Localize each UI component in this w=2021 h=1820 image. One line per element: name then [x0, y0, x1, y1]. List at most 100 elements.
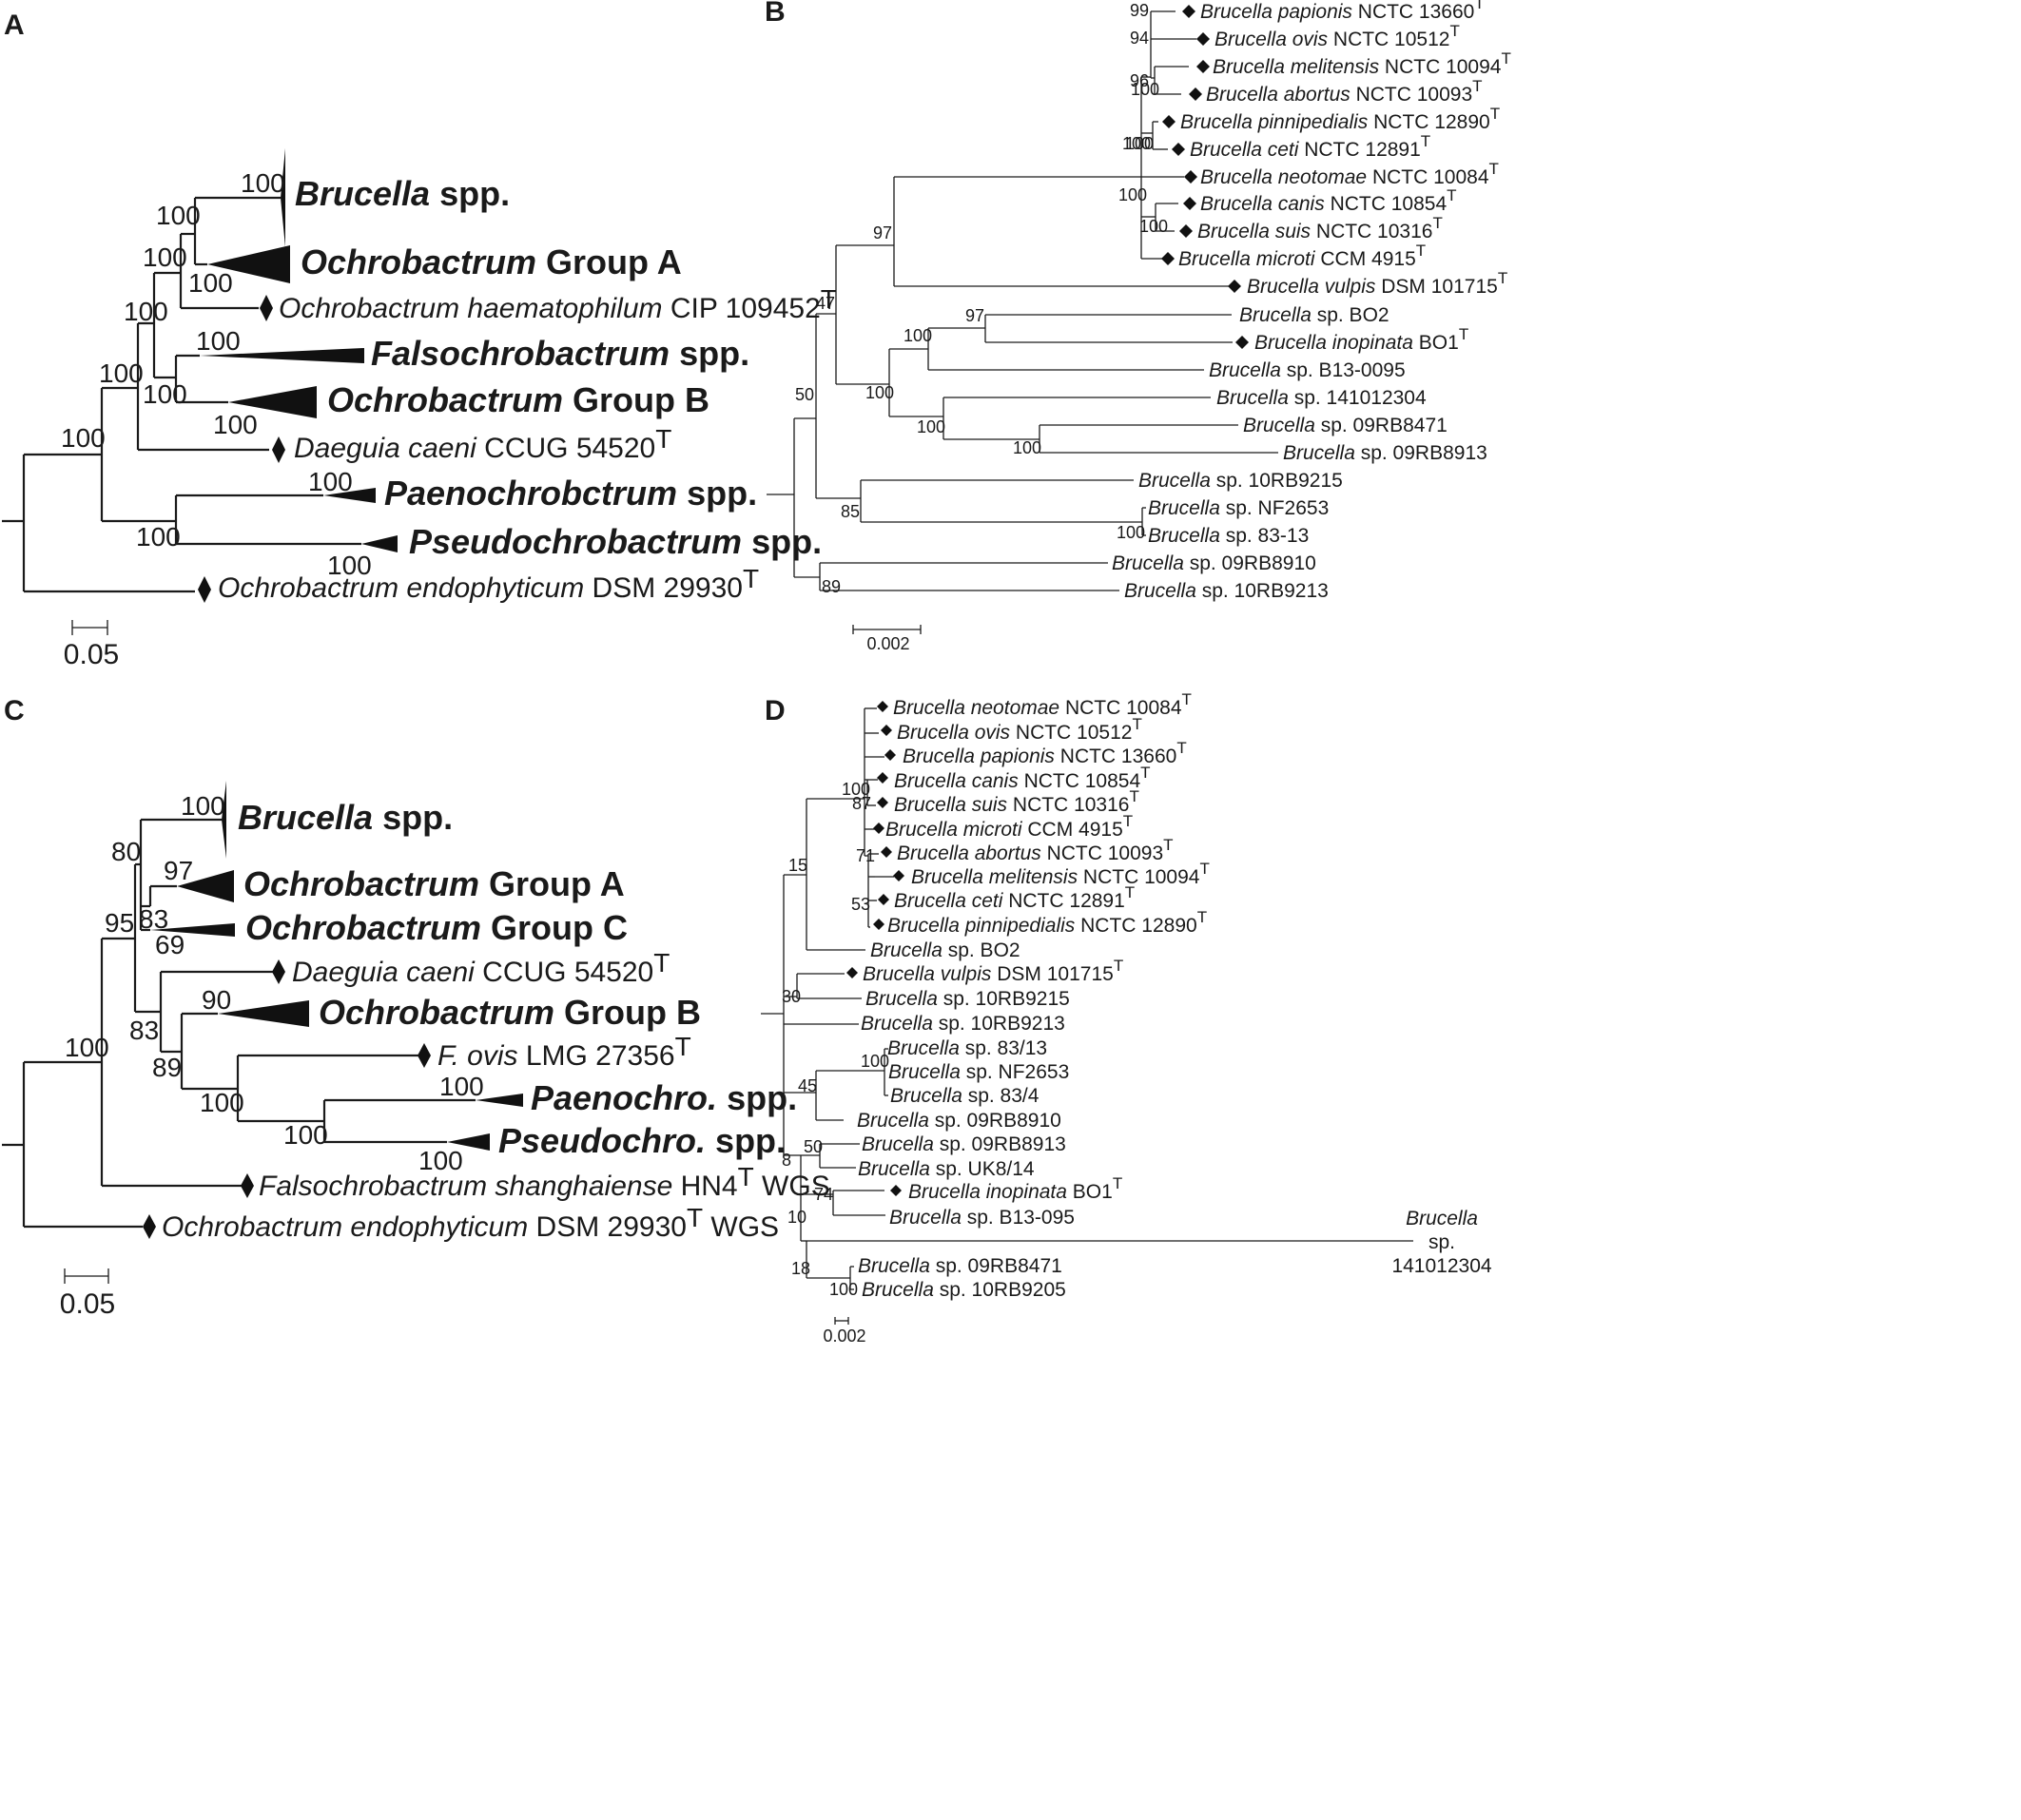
taxon-italic-name: Brucella canis [894, 770, 1019, 792]
taxon-label: Brucella pinnipedialis NCTC 12890T [1180, 105, 1500, 133]
taxon-strain: spp. [677, 474, 757, 513]
bootstrap-value: 95 [105, 908, 134, 938]
scale-bar-label: 0.002 [866, 634, 909, 653]
taxon-label: Brucella sp. 83/4 [890, 1085, 1040, 1107]
taxon-label: sp. [1428, 1231, 1455, 1253]
taxon-strain: sp. 141012304 [1289, 387, 1427, 409]
type-strain-diamond-icon [1196, 60, 1210, 73]
taxon-strain: Group B [554, 993, 701, 1032]
taxon-strain: DSM 29930 [528, 1211, 687, 1243]
type-strain-superscript: T [1176, 739, 1186, 757]
taxon-italic-name: Brucella [1239, 304, 1312, 326]
type-strain-superscript: T [1501, 49, 1510, 68]
taxon-italic-name: Brucella [889, 1207, 962, 1229]
bootstrap-value: 89 [152, 1053, 182, 1082]
type-strain-superscript: T [1459, 325, 1468, 343]
taxon-suffix: WGS [703, 1211, 779, 1243]
taxon-italic-name: Brucella [1216, 387, 1289, 409]
type-strain-diamond-icon [846, 967, 858, 978]
taxon-italic-name: Brucella [1148, 497, 1220, 519]
taxon-label: Brucella abortus NCTC 10093T [1206, 77, 1483, 106]
type-strain-superscript: T [821, 284, 837, 314]
taxon-strain: CIP 109452 [663, 293, 821, 324]
bootstrap-value: 100 [904, 326, 932, 345]
type-strain-superscript: T [653, 948, 670, 978]
bootstrap-value: 100 [842, 780, 870, 799]
taxon-italic-name: Ochrobactrum endophyticum [218, 572, 584, 604]
taxon-italic-name: Brucella ceti [1190, 139, 1300, 161]
bootstrap-value: 30 [782, 987, 801, 1006]
type-strain-diamond-icon [1196, 32, 1210, 46]
taxon-label: Ochrobactrum Group A [301, 242, 682, 281]
collapsed-clade-triangle [447, 1133, 490, 1151]
bootstrap-value: 90 [202, 985, 231, 1015]
collapsed-clade-triangle [361, 535, 398, 552]
taxon-italic-name: Brucella [1243, 415, 1315, 436]
type-strain-diamond-icon [260, 295, 273, 321]
type-strain-superscript: T [1498, 269, 1507, 287]
taxon-label: Brucella sp. 10RB9213 [861, 1013, 1065, 1035]
type-strain-superscript: T [1421, 132, 1430, 150]
taxon-label: Brucella melitensis NCTC 10094T [1213, 49, 1511, 78]
bootstrap-value: 100 [1117, 523, 1145, 542]
taxon-italic-name: Brucella [890, 1085, 962, 1107]
taxon-label: Brucella sp. 10RB9215 [1138, 470, 1343, 492]
taxon-strain: spp. [706, 1121, 786, 1160]
taxon-italic-name: Pseudochro. [498, 1121, 706, 1160]
taxon-strain: HN4 [672, 1171, 737, 1202]
bootstrap-value: 83 [129, 1016, 159, 1045]
taxon-label: Brucella neotomae NCTC 10084T [1200, 160, 1499, 188]
bootstrap-value: 100 [156, 201, 201, 230]
collapsed-clade-triangle [281, 148, 285, 247]
type-strain-diamond-icon [878, 894, 889, 905]
taxon-label: Brucella vulpis DSM 101715T [1247, 269, 1507, 298]
bootstrap-value: 100 [829, 1280, 858, 1299]
taxon-strain: spp. [717, 1078, 797, 1117]
type-strain-superscript: T [1140, 764, 1150, 782]
bootstrap-value: 100 [136, 522, 181, 552]
type-strain-diamond-icon [418, 1043, 431, 1068]
panel-label: A [4, 10, 25, 41]
taxon-italic-name: Ochrobactrum [319, 993, 554, 1032]
type-strain-diamond-icon [143, 1214, 156, 1239]
taxon-label: Brucella papionis NCTC 13660T [903, 739, 1187, 767]
taxon-strain: NCTC 10316 [1007, 794, 1129, 816]
bootstrap-value: 100 [283, 1120, 328, 1150]
taxon-strain: NCTC 12890 [1075, 915, 1196, 937]
taxon-italic-name: Brucella ceti [894, 890, 1004, 912]
taxon-label: Paenochrobctrum spp. [384, 474, 757, 513]
taxon-strain: NCTC 10093 [1041, 842, 1163, 864]
taxon-italic-name: Pseudochrobactrum [409, 522, 742, 561]
type-strain-superscript: T [1490, 105, 1500, 123]
bootstrap-value: 100 [1125, 134, 1154, 153]
taxon-italic-name: Falsochrobactrum shanghaiense [259, 1171, 672, 1202]
bootstrap-value: 74 [814, 1185, 833, 1204]
bootstrap-value: 83 [139, 904, 168, 934]
taxon-italic-name: Paenochro. [531, 1078, 717, 1117]
taxon-strain: sp. 10RB9213 [1196, 580, 1329, 602]
panel-label: B [765, 0, 786, 28]
collapsed-clade-triangle [207, 245, 290, 283]
taxon-label: Brucella sp. 10RB9215 [865, 988, 1070, 1010]
type-strain-superscript: T [1447, 186, 1456, 204]
taxon-strain: sp. 09RB8913 [1355, 442, 1487, 464]
taxon-label: Brucella pinnipedialis NCTC 12890T [887, 908, 1207, 937]
taxon-italic-name: Brucella [1124, 580, 1196, 602]
taxon-label: Ochrobactrum Group B [327, 380, 709, 419]
bootstrap-value: 18 [791, 1259, 810, 1278]
bootstrap-value: 85 [841, 502, 860, 521]
bootstrap-value: 100 [188, 268, 233, 298]
collapsed-clade-triangle [150, 923, 235, 937]
type-strain-diamond-icon [881, 846, 892, 858]
type-strain-diamond-icon [1228, 280, 1241, 293]
taxon-italic-name: Ochrobactrum [327, 380, 563, 419]
taxon-strain: sp. 10RB9215 [938, 988, 1070, 1010]
taxon-strain: spp. [742, 522, 822, 561]
type-strain-diamond-icon [198, 576, 211, 603]
taxon-label: 141012304 [1391, 1255, 1491, 1277]
taxon-strain: sp. UK8/14 [930, 1158, 1035, 1180]
taxon-label: Brucella sp. 09RB8913 [1283, 442, 1487, 464]
type-strain-diamond-icon [893, 870, 904, 881]
taxon-strain: sp. 09RB8910 [1184, 552, 1316, 574]
type-strain-superscript: T [1199, 860, 1209, 878]
